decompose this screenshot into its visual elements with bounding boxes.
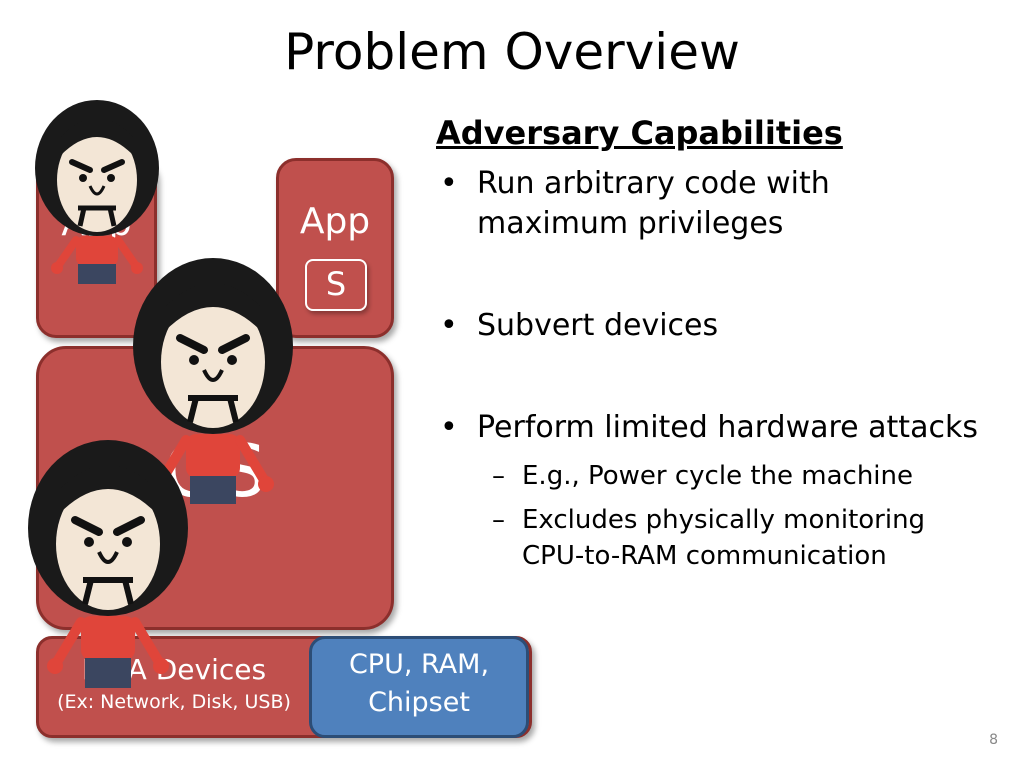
- adversary-avatar-icon: [28, 440, 188, 688]
- sub-bullet-text: E.g., Power cycle the machine: [522, 461, 913, 491]
- sub-bullet-text: Excludes physically monitoring CPU-to-RA…: [522, 505, 926, 571]
- app-label-right: App: [299, 201, 371, 242]
- capabilities-heading: Adversary Capabilities: [436, 114, 843, 152]
- bullet-glyph: •: [440, 166, 458, 201]
- dash-glyph: –: [492, 505, 505, 535]
- slide-title: Problem Overview: [284, 23, 740, 81]
- bullet-glyph: •: [440, 308, 458, 343]
- secure-component-box: S: [305, 259, 367, 311]
- hardware-row: DMA Devices (Ex: Network, Disk, USB) CPU…: [36, 636, 532, 738]
- bullet-glyph: •: [440, 410, 458, 445]
- cpu-ram-chipset-box: CPU, RAM, Chipset: [309, 636, 529, 738]
- cpu-label-line1: CPU, RAM,: [348, 649, 490, 680]
- cpu-label-line2: Chipset: [368, 687, 470, 718]
- dma-devices-examples: (Ex: Network, Disk, USB): [57, 691, 291, 713]
- app-box-right: App S: [276, 158, 394, 338]
- bullet-text: Subvert devices: [477, 308, 719, 343]
- page-number: 8: [989, 732, 998, 748]
- dash-glyph: –: [492, 461, 505, 491]
- secure-component-label: S: [325, 265, 347, 303]
- adversary-avatar-icon: [133, 258, 293, 504]
- bullet-text: Perform limited hardware attacks: [477, 410, 978, 445]
- bullet-text: Run arbitrary code with maximum privileg…: [477, 166, 830, 241]
- adversary-avatar-icon: [35, 100, 159, 284]
